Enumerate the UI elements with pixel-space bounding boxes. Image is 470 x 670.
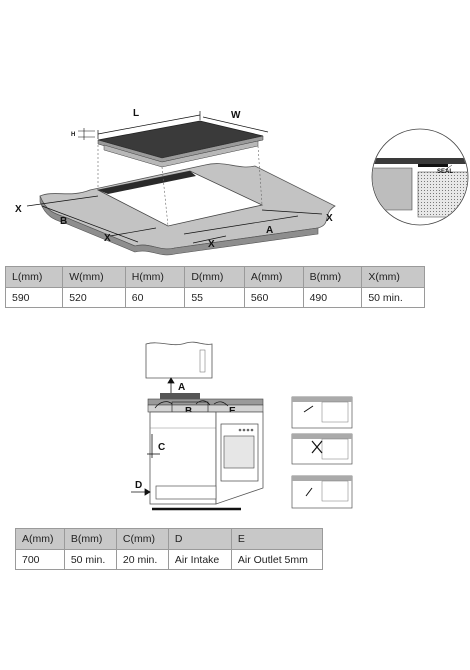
table-cell: 20 min. — [115, 549, 169, 570]
label-c: C — [158, 442, 165, 453]
label-x-right: X — [326, 213, 333, 224]
header-cell: A(mm) — [15, 528, 65, 550]
table-cell: 55 — [184, 287, 245, 308]
table-cell: 560 — [243, 287, 304, 308]
detail-panel-1 — [291, 396, 353, 429]
installation-diagram: A B E C D — [131, 341, 353, 511]
label-h: H — [71, 132, 75, 138]
table-cell: Air Intake — [167, 549, 232, 570]
table-header-row: L(mm) W(mm) H(mm) D(mm) A(mm) B(mm) X(mm… — [4, 266, 425, 288]
label-w: W — [231, 110, 241, 121]
label-x-front: X — [208, 239, 215, 250]
label-b: B — [60, 216, 67, 227]
label-x-bottom: X — [104, 233, 111, 244]
table-header-row: A(mm) B(mm) C(mm) D E — [15, 528, 324, 550]
detail-panel-3 — [291, 475, 353, 509]
oven-window — [223, 435, 255, 469]
table-row: 590 520 60 55 560 490 50 min. — [4, 287, 425, 308]
header-cell: B(mm) — [302, 266, 363, 288]
label-d: D — [135, 480, 142, 491]
label-a2: A — [178, 382, 185, 393]
table-cell: 590 — [4, 287, 64, 308]
header-cell: E — [230, 528, 324, 550]
label-a: A — [266, 225, 273, 236]
header-cell: A(mm) — [243, 266, 304, 288]
table-cell: 60 — [124, 287, 186, 308]
header-cell: H(mm) — [124, 266, 186, 288]
header-cell: W(mm) — [62, 266, 126, 288]
airflow-arrows — [154, 400, 211, 409]
cabinet-door-edge — [199, 349, 206, 373]
seal-detail — [371, 128, 469, 226]
table-cell: 520 — [62, 287, 126, 308]
table-cell: 50 min. — [361, 287, 425, 308]
header-cell: B(mm) — [63, 528, 117, 550]
dimension-a — [183, 215, 299, 235]
table-cell: 490 — [302, 287, 363, 308]
header-cell: C(mm) — [115, 528, 169, 550]
ventilation-table: A(mm) B(mm) C(mm) D E 700 50 min. 20 min… — [15, 528, 324, 570]
dimension-b — [41, 205, 139, 243]
oven-knobs — [238, 428, 254, 432]
header-cell: L(mm) — [4, 266, 64, 288]
detail-panel-2 — [291, 433, 353, 465]
dimension-x — [26, 195, 323, 244]
air-intake-arrow — [131, 488, 151, 496]
drop-lines — [97, 145, 263, 227]
hob-glass-side — [160, 393, 200, 399]
table-cell: Air Outlet 5mm — [230, 549, 324, 570]
cutout-diagram: L W H A B X X X X — [15, 108, 469, 256]
dimension-l — [97, 111, 201, 139]
dimensions-table: L(mm) W(mm) H(mm) D(mm) A(mm) B(mm) X(mm… — [4, 266, 425, 308]
label-e: E — [229, 406, 236, 417]
dimension-h — [78, 128, 95, 140]
header-cell: X(mm) — [361, 266, 425, 288]
dimension-c — [147, 434, 160, 458]
table-row: 700 50 min. 20 min. Air Intake Air Outle… — [15, 549, 324, 570]
table-cell: 50 min. — [63, 549, 117, 570]
header-cell: D — [167, 528, 232, 550]
label-l: L — [133, 108, 139, 119]
cutout-inner-shadow — [98, 171, 196, 194]
worktop-front — [147, 404, 264, 413]
dimension-w — [202, 116, 269, 133]
label-seal: SEAL — [437, 169, 453, 175]
header-cell: D(mm) — [184, 266, 245, 288]
table-cell: 700 — [15, 549, 65, 570]
lower-drawer — [155, 485, 217, 500]
label-x-left: X — [15, 204, 22, 215]
label-b2: B — [185, 406, 192, 417]
worktop-edge — [39, 195, 319, 256]
wall-cabinet — [145, 341, 213, 379]
